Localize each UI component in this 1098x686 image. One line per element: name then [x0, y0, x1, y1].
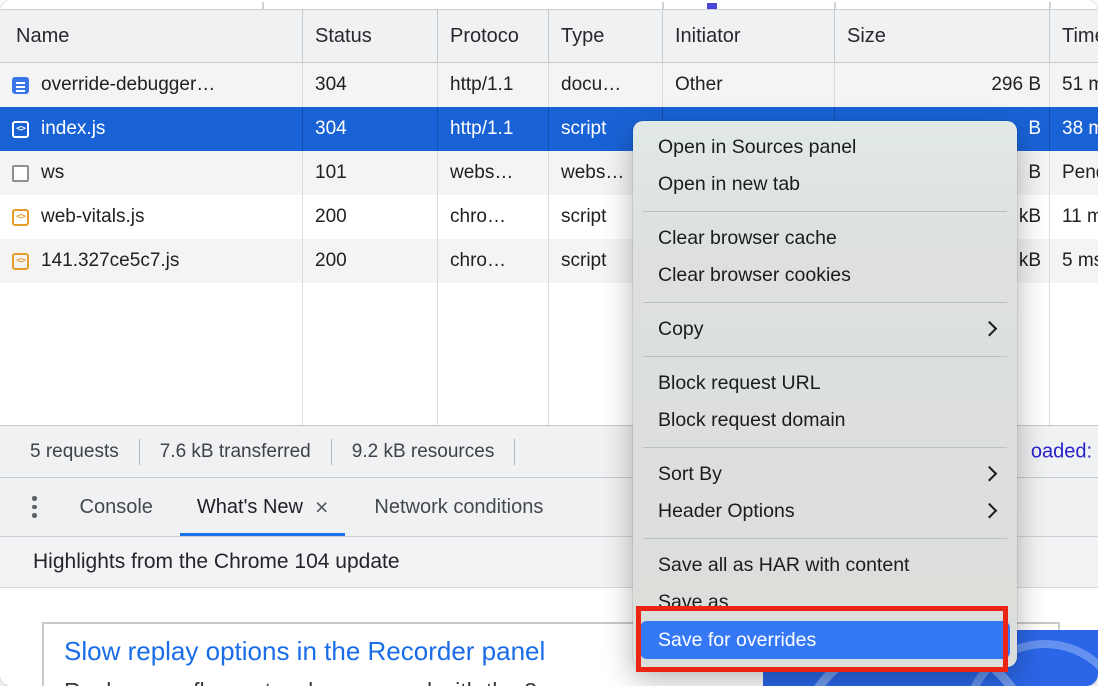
submenu-chevron-icon [981, 320, 998, 336]
tab-console[interactable]: Console [79, 495, 153, 518]
annotation-red-box [636, 606, 1008, 672]
filter-bar-sliver [0, 0, 1098, 9]
menu-item-label: Header Options [658, 500, 795, 522]
context-menu-item[interactable]: Clear browser cookies [633, 257, 1017, 294]
request-type: docu… [561, 74, 622, 95]
tab-network-conditions[interactable]: Network conditions [374, 495, 544, 518]
summary-divider [514, 438, 516, 465]
menu-item-label: Block request URL [658, 372, 821, 394]
summary-divider [138, 438, 140, 465]
request-type: webs… [561, 162, 625, 183]
request-protocol: http/1.1 [450, 74, 514, 95]
context-menu-item[interactable]: Sort By [633, 456, 1017, 493]
menu-divider [643, 356, 1007, 357]
request-time: Pending [1062, 162, 1098, 183]
request-status: 304 [315, 118, 347, 139]
menu-item-label: Sort By [658, 463, 722, 485]
submenu-chevron-icon [981, 465, 998, 481]
tab-whats-new[interactable]: What's New × [179, 478, 346, 536]
request-size: kB [1018, 206, 1041, 227]
menu-item-label: Clear browser cookies [658, 264, 851, 286]
context-menu-item[interactable]: Open in new tab [633, 166, 1017, 203]
menu-item-label: Block request domain [658, 409, 846, 431]
menu-item-label: Copy [658, 318, 704, 340]
context-menu-item[interactable]: Clear browser cache [633, 220, 1017, 257]
script-icon [12, 252, 29, 270]
menu-item-label: Save for overrides [658, 628, 817, 651]
context-menu-item[interactable]: Save for overrides [640, 621, 1010, 659]
column-divider-tick [1049, 2, 1051, 9]
context-menu: Open in Sources panel Open in new tab Cl… [633, 121, 1017, 667]
request-name: 141.327ce5c7.js [41, 250, 180, 271]
request-type: script [561, 118, 607, 139]
request-protocol: chro… [450, 206, 506, 227]
close-icon[interactable]: × [314, 493, 329, 520]
whats-new-header: Highlights from the Chrome 104 update [33, 550, 400, 573]
request-size: 296 B [991, 74, 1041, 95]
request-status: 200 [315, 250, 347, 271]
request-status: 304 [315, 74, 347, 95]
context-menu-item[interactable]: Block request URL [633, 365, 1017, 402]
domcontentloaded-label: oaded: [1030, 440, 1092, 462]
transferred-size: 7.6 kB transferred [159, 440, 311, 462]
article-body-text: Replay user flows at a slower speed with… [64, 678, 1058, 686]
request-protocol: webs… [450, 162, 514, 183]
context-menu-item[interactable]: Open in Sources panel [633, 129, 1017, 166]
column-header-status[interactable]: Status [303, 10, 438, 62]
menu-item-label: Open in new tab [658, 173, 801, 195]
menu-item-label: Save all as HAR with content [658, 554, 910, 576]
request-time: 51 ms [1062, 74, 1098, 95]
request-status: 101 [315, 162, 347, 183]
requests-count: 5 requests [30, 440, 119, 462]
column-divider-tick [262, 2, 264, 9]
request-status: 200 [315, 206, 347, 227]
request-initiator: Other [675, 74, 723, 95]
column-header-type[interactable]: Type [549, 10, 663, 62]
column-header-protocol[interactable]: Protoco [438, 10, 549, 62]
menu-divider [643, 538, 1007, 539]
filter-underline [707, 3, 717, 9]
request-name: override-debugger… [41, 74, 216, 95]
script-icon [12, 208, 29, 226]
menu-divider [643, 302, 1007, 303]
article-title-link[interactable]: Slow replay options in the Recorder pane… [64, 636, 546, 666]
menu-divider [643, 211, 1007, 212]
resources-size: 9.2 kB resources [351, 440, 495, 462]
request-type: script [561, 250, 607, 271]
script-icon-selected [12, 120, 29, 138]
column-header-initiator[interactable]: Initiator [663, 10, 835, 62]
network-request-row[interactable]: override-debugger… 304 http/1.1 docu… Ot… [0, 63, 1098, 107]
request-time: 38 ms [1062, 118, 1098, 139]
summary-divider [330, 438, 332, 465]
context-menu-item[interactable]: Copy [633, 311, 1017, 348]
request-size: B [1028, 162, 1041, 183]
column-divider-tick [662, 2, 664, 9]
column-header-size[interactable]: Size [835, 10, 1050, 62]
column-divider-tick [834, 2, 836, 9]
request-name: ws [41, 162, 65, 183]
menu-item-label: Open in Sources panel [658, 136, 857, 158]
request-time: 11 ms [1062, 206, 1098, 227]
request-name: web-vitals.js [41, 206, 145, 227]
table-header-row: Name Status Protoco Type Initiator Size … [0, 10, 1098, 63]
menu-divider [643, 447, 1007, 448]
menu-item-label: Clear browser cache [658, 227, 837, 249]
request-size: kB [1018, 250, 1041, 271]
document-icon [12, 76, 29, 94]
request-name: index.js [41, 118, 106, 139]
request-time: 5 ms [1062, 250, 1098, 271]
column-header-name[interactable]: Name [0, 10, 303, 62]
request-protocol: chro… [450, 250, 506, 271]
context-menu-item[interactable]: Save all as HAR with content [633, 547, 1017, 584]
context-menu-item[interactable]: Block request domain [633, 402, 1017, 439]
kebab-menu-icon[interactable] [32, 496, 37, 518]
request-type: script [561, 206, 607, 227]
request-protocol: http/1.1 [450, 118, 514, 139]
websocket-icon [12, 164, 29, 182]
request-size: B [1028, 118, 1041, 139]
submenu-chevron-icon [981, 502, 998, 518]
context-menu-item[interactable]: Header Options [633, 493, 1017, 530]
column-header-time[interactable]: Time [1062, 24, 1098, 47]
